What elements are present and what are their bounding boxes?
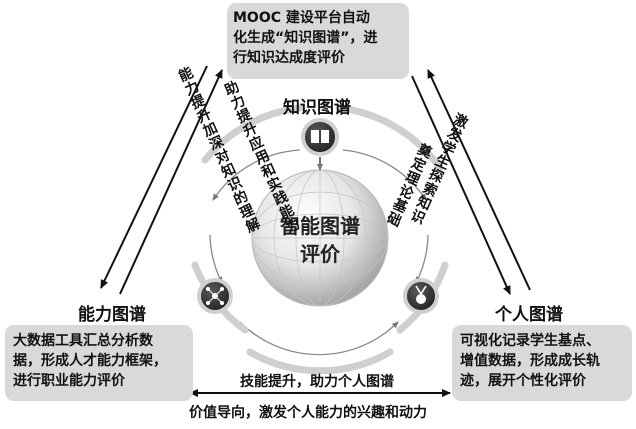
medal-icon — [403, 278, 439, 314]
top-box-line1: MOOC 建设平台自动 — [233, 10, 370, 26]
center-title: 智能图谱 评价 — [262, 212, 378, 268]
bottom-upper-label: 技能提升，助力个人图谱 — [240, 374, 394, 390]
left-box: 大数据工具汇总分析数 据，形成人才能力框架， 进行职业能力评价 — [5, 325, 193, 401]
knowledge-graph-title: 知识图谱 — [283, 98, 351, 118]
right-box-line2: 增值数据，形成成长轨 — [460, 353, 600, 369]
right-box-line1: 可视化记录学生基点、 — [460, 333, 600, 349]
left-box-line2: 据，形成人才能力框架， — [13, 353, 167, 369]
left-box-line3: 进行职业能力评价 — [13, 373, 125, 389]
network-icon — [197, 278, 233, 314]
book-icon — [301, 118, 339, 156]
ability-graph-title: 能力图谱 — [78, 305, 146, 325]
top-box-line3: 行知识达成度评价 — [233, 50, 345, 66]
left-arrows — [100, 65, 223, 295]
top-box: MOOC 建设平台自动 化生成“知识图谱”，进 行知识达成度评价 — [227, 3, 409, 79]
center-sphere — [251, 169, 389, 307]
top-box-line2: 化生成“知识图谱”，进 — [233, 30, 378, 46]
right-box: 可视化记录学生基点、 增值数据，形成成长轨 迹，展开个性化评价 — [452, 325, 632, 401]
left-box-line1: 大数据工具汇总分析数 — [13, 333, 153, 349]
center-line1: 智能图谱 — [280, 214, 360, 238]
right-box-line3: 迹，展开个性化评价 — [460, 373, 586, 389]
personal-graph-title: 个人图谱 — [495, 305, 563, 325]
bottom-lower-label: 价值导向，激发个人能力的兴趣和动力 — [189, 405, 427, 421]
right-arrows — [411, 69, 531, 295]
center-line2: 评价 — [300, 242, 340, 266]
